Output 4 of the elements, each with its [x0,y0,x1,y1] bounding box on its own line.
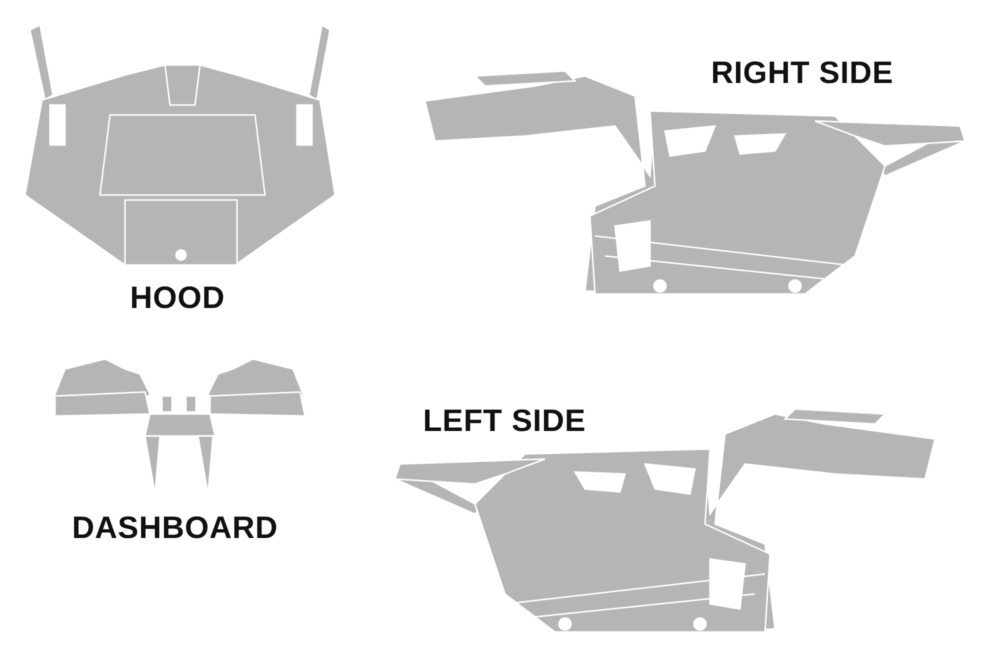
section-label: DASHBOARD [72,510,278,546]
section-label: RIGHT SIDE [711,55,894,91]
section-label: LEFT SIDE [423,403,586,439]
section-label: HOOD [130,280,225,316]
